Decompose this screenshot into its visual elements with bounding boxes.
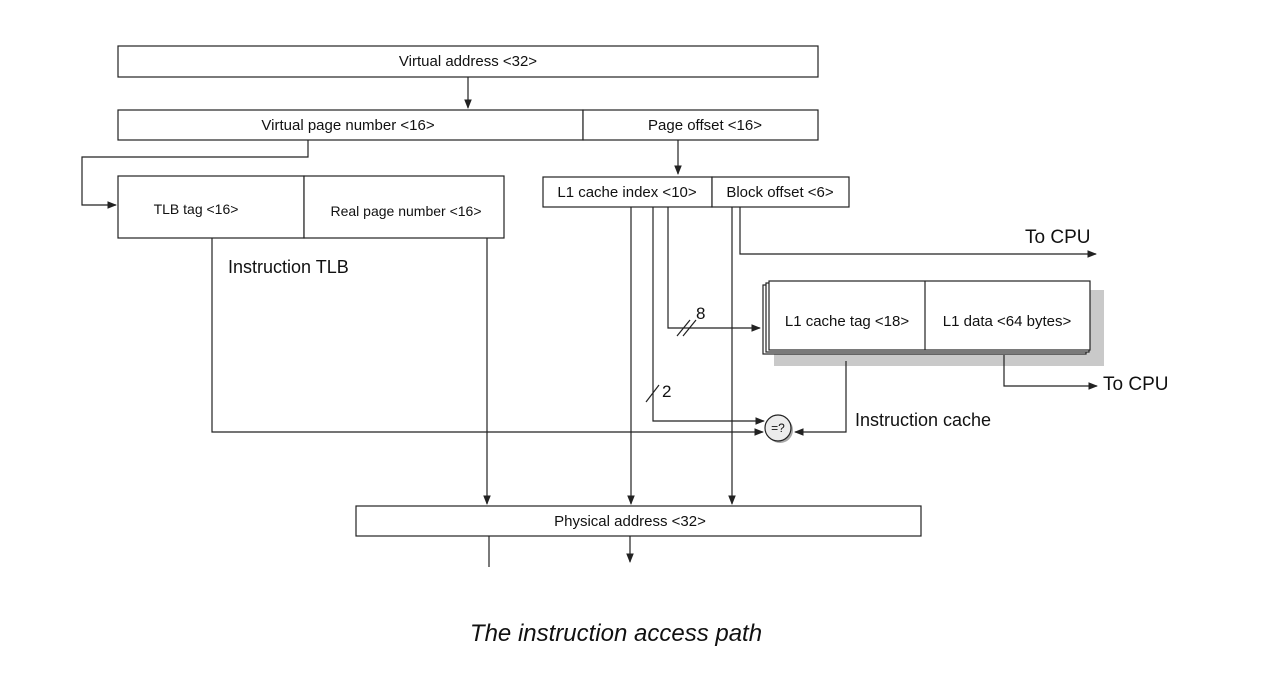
l1-cache-index-label: L1 cache index <10> (557, 184, 697, 201)
tlb-tag-label: TLB tag <16> (154, 201, 239, 217)
l1-data-label: L1 data <64 bytes> (943, 313, 1072, 330)
bus-width-8-label: 8 (696, 304, 705, 323)
virtual-address-label: Virtual address <32> (399, 53, 537, 70)
bus-slash-8-b (682, 319, 697, 337)
block-offset-label: Block offset <6> (726, 184, 834, 201)
to-cpu-top-label: To CPU (1025, 227, 1090, 248)
virtual-address-box: Virtual address <32> (117, 45, 819, 78)
vpn-to-tlb-arrow (81, 140, 309, 209)
bus-width-2-label: 2 (662, 382, 671, 401)
tlb-tag-box: TLB tag <16> (117, 175, 305, 239)
l1-cache-index-box: L1 cache index <10> (542, 176, 713, 208)
cache-tag-to-comparator-arrow (794, 361, 847, 436)
tlb-to-comparator-arrow (211, 238, 764, 436)
instruction-tlb-label: Instruction TLB (228, 257, 349, 277)
virtual-page-number-box: Virtual page number <16> (117, 109, 584, 141)
page-offset-box: Page offset <16> (582, 109, 819, 141)
to-cpu-bottom-label: To CPU (1103, 374, 1168, 395)
instruction-cache-label: Instruction cache (855, 410, 991, 430)
block-offset-to-cpu-arrow (739, 207, 1097, 258)
block-offset-box: Block offset <6> (711, 176, 850, 208)
instruction-cache-array: L1 cache tag <18> L1 data <64 bytes> (762, 280, 1104, 366)
real-page-number-box: Real page number <16> (303, 175, 505, 239)
physical-address-box: Physical address <32> (355, 505, 922, 537)
physical-address-label: Physical address <32> (554, 513, 706, 530)
index-to-comparator-arrow (652, 207, 765, 425)
l1-cache-tag-label: L1 cache tag <18> (785, 313, 910, 330)
instruction-access-path-diagram: Virtual address <32> Virtual page number… (81, 45, 1168, 567)
bus-slash-2 (645, 384, 660, 403)
figure-caption: The instruction access path (469, 620, 763, 647)
bus-slash-8-a (676, 319, 691, 337)
l1-data-to-cpu-arrow (1003, 355, 1098, 390)
tag-comparator: =? (764, 414, 793, 443)
comparator-label: =? (771, 421, 785, 435)
virtual-page-number-label: Virtual page number <16> (261, 117, 434, 134)
cache-index-to-cache-arrow (667, 207, 761, 332)
page-offset-label: Page offset <16> (648, 117, 762, 134)
real-page-number-label: Real page number <16> (331, 203, 482, 219)
